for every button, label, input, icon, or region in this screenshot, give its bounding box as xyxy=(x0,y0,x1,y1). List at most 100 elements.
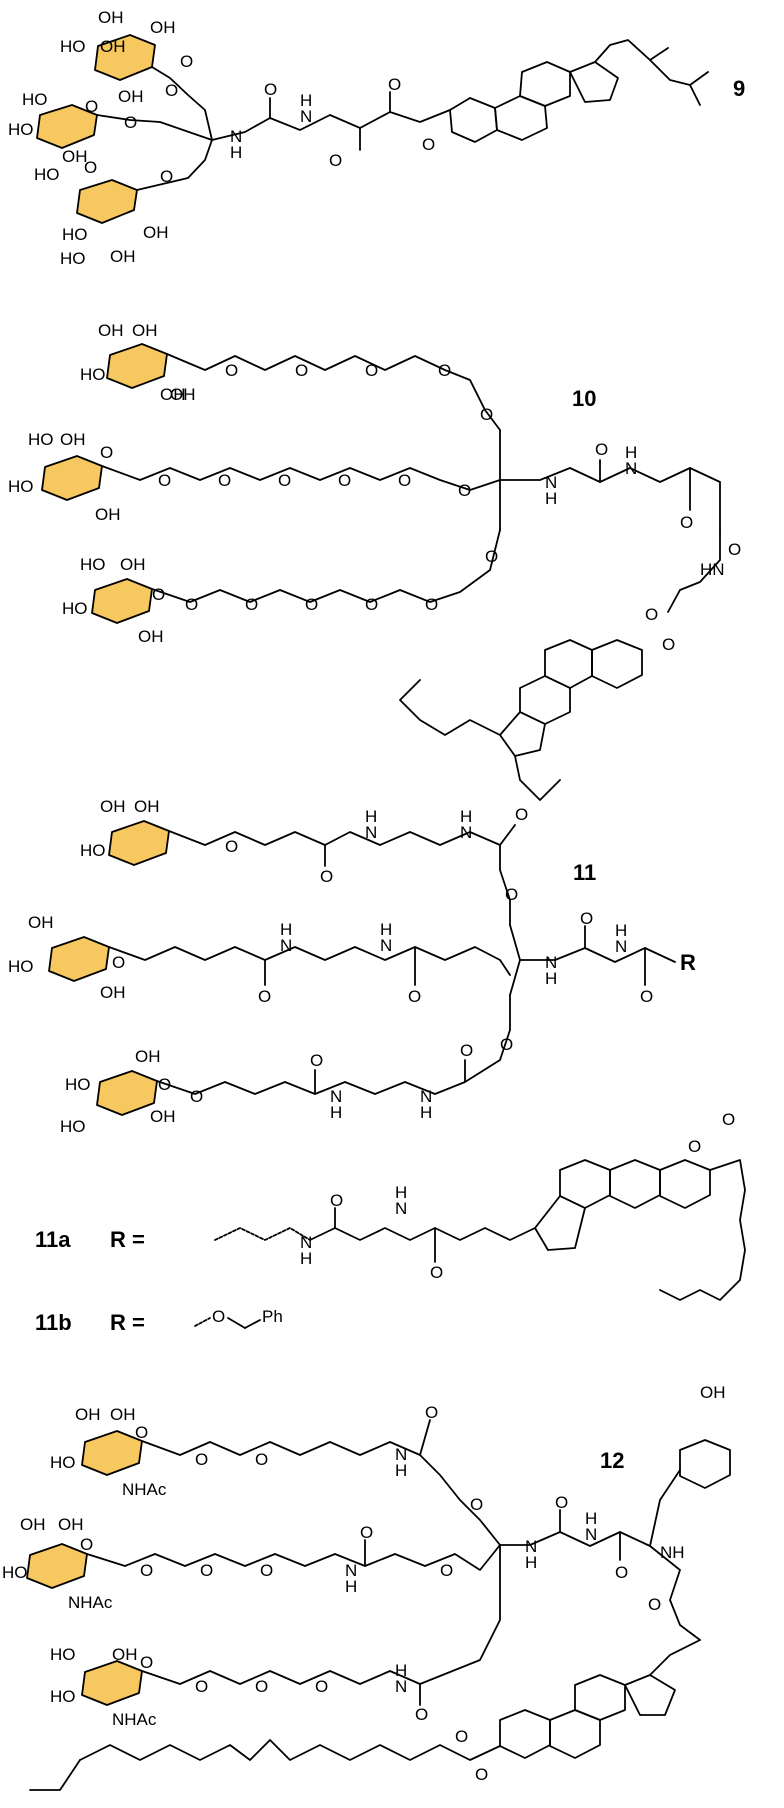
compound-12: 12 OH OH HO O NHAc O O O N H OH OH OH HO… xyxy=(2,1383,731,1791)
oxygen-label: O xyxy=(440,1561,453,1580)
ring-oxygen-label: O xyxy=(112,953,125,972)
ester-oxygen-label: O xyxy=(475,1765,488,1784)
oxygen-label: O xyxy=(245,595,258,614)
oxygen-label: O xyxy=(338,471,351,490)
hydroxyl-label: OH xyxy=(98,8,124,27)
amide-nh-label: NH xyxy=(660,1543,685,1562)
carbonyl-oxygen-label: O xyxy=(455,1727,468,1746)
hydroxyl-label: OH xyxy=(20,1515,46,1534)
amine-hydrogen-label: H xyxy=(525,1553,537,1572)
amide-nh-label: HN xyxy=(700,560,725,579)
hydroxyl-label: OH xyxy=(98,321,124,340)
amide-nitrogen-label: N xyxy=(395,1677,407,1696)
amide-nitrogen-label: N xyxy=(615,937,627,956)
oxygen-label: O xyxy=(425,595,438,614)
hydroxyl-label: OH xyxy=(112,1645,138,1664)
ester-oxygen-label: O xyxy=(422,135,435,154)
hydroxyl-label: HO xyxy=(50,1645,76,1664)
amide-nitrogen-label: N xyxy=(380,936,392,955)
amide-nitrogen-label: N xyxy=(330,1087,342,1106)
hydroxyl-label: HO xyxy=(80,555,106,574)
galactose-ring xyxy=(36,104,98,149)
hydroxyl-label: HO xyxy=(22,90,48,109)
r-group-label: R xyxy=(680,950,696,975)
ether-oxygen-label: O xyxy=(212,1307,225,1326)
carbonyl-oxygen-label: O xyxy=(595,440,608,459)
oxygen-label: O xyxy=(200,1561,213,1580)
carbonyl-oxygen-label: O xyxy=(360,1523,373,1542)
amide-nitrogen-label: N xyxy=(300,1233,312,1252)
carbonyl-oxygen-label: O xyxy=(264,80,277,99)
amide-nitrogen-label: N xyxy=(420,1087,432,1106)
oxygen-label: O xyxy=(195,1450,208,1469)
hydroxyl-label: HO xyxy=(50,1687,76,1706)
hydroxyl-label: OH xyxy=(150,1107,176,1126)
hydroxyl-label: OH xyxy=(143,223,169,242)
oxygen-label: O xyxy=(255,1677,268,1696)
oxygen-label: O xyxy=(398,471,411,490)
carbonyl-oxygen-label: O xyxy=(415,1705,428,1724)
oxygen-label: O xyxy=(315,1677,328,1696)
substituent-label: 11a xyxy=(35,1227,71,1252)
hydroxyl-label: OH xyxy=(150,18,176,37)
carbonyl-oxygen-label: O xyxy=(640,987,653,1006)
carbonyl-oxygen-label: O xyxy=(330,1191,343,1210)
carbonyl-oxygen-label: O xyxy=(615,1563,628,1582)
hydroxyl-label: HO xyxy=(80,365,106,384)
r-equals-label: R = xyxy=(110,1227,145,1252)
oxygen-label: O xyxy=(470,1495,483,1514)
hydroxyl-label: HO xyxy=(62,599,88,618)
hydroxyl-label: HO xyxy=(8,120,34,139)
carbonyl-oxygen-label: O xyxy=(310,1051,323,1070)
ring-oxygen-label: O xyxy=(100,443,113,462)
oxygen-label: O xyxy=(225,361,238,380)
amide-nitrogen-label: N xyxy=(280,936,292,955)
hydroxyl-label: HO xyxy=(8,477,34,496)
oxygen-label: O xyxy=(185,595,198,614)
hydroxyl-label: HO xyxy=(62,225,88,244)
carbonyl-oxygen-label: O xyxy=(645,605,658,624)
hydroxyl-label: OH xyxy=(60,430,86,449)
hydroxyl-label: OH xyxy=(100,983,126,1002)
hydroxyl-label: HO xyxy=(2,1563,28,1582)
hydroxyl-label: OH xyxy=(132,321,158,340)
ring-oxygen-label: O xyxy=(158,1075,171,1094)
amide-nitrogen-label: N xyxy=(230,127,242,146)
oxygen-label: O xyxy=(295,361,308,380)
ring-oxygen-label: O xyxy=(180,52,193,71)
galactose-ring xyxy=(76,179,138,224)
ring-oxygen-label: O xyxy=(135,1423,148,1442)
phenyl-label: Ph xyxy=(262,1307,283,1326)
amine-hydrogen-label: H xyxy=(280,920,292,939)
oxygen-label: O xyxy=(158,471,171,490)
compound-9: 9 OH HO OH OH HO HO O O O OH OH O HO O O… xyxy=(8,8,745,268)
hydroxyl-label: HO xyxy=(65,1075,91,1094)
acetamido-label: NHAc xyxy=(122,1480,167,1499)
hydroxyl-label: OH xyxy=(120,555,146,574)
amine-hydrogen-label: H xyxy=(615,921,627,940)
amine-hydrogen-label: H xyxy=(395,1661,407,1680)
oxygen-label: O xyxy=(165,81,178,100)
hydroxyl-label: HO xyxy=(8,957,34,976)
amine-hydrogen-label: H xyxy=(300,1249,312,1268)
oxygen-label: O xyxy=(500,1035,513,1054)
hydroxyl-label: OH xyxy=(100,797,126,816)
compound-number: 10 xyxy=(572,386,596,411)
hydroxyl-label: OH xyxy=(75,1405,101,1424)
oxygen-label: O xyxy=(160,167,173,186)
oxygen-label: O xyxy=(85,97,98,116)
hydroxyl-label: OH xyxy=(28,913,54,932)
phenol-label: OH xyxy=(700,1383,726,1402)
hydroxyl-label: OH xyxy=(100,37,126,56)
compound-11: 11 OH OH HO O O H N N H O OH HO OH O H O… xyxy=(8,797,696,1136)
amine-hydrogen-label: H xyxy=(380,920,392,939)
oxygen-label: O xyxy=(365,595,378,614)
hydroxyl-label: OH xyxy=(110,1405,136,1424)
oxygen-label: O xyxy=(255,1450,268,1469)
carbonyl-oxygen-label: O xyxy=(320,867,333,886)
amine-hydrogen-label: H xyxy=(585,1509,597,1528)
carbonyl-oxygen-label: O xyxy=(258,987,271,1006)
hydroxyl-label: HO xyxy=(28,430,54,449)
r-equals-label: R = xyxy=(110,1310,145,1335)
